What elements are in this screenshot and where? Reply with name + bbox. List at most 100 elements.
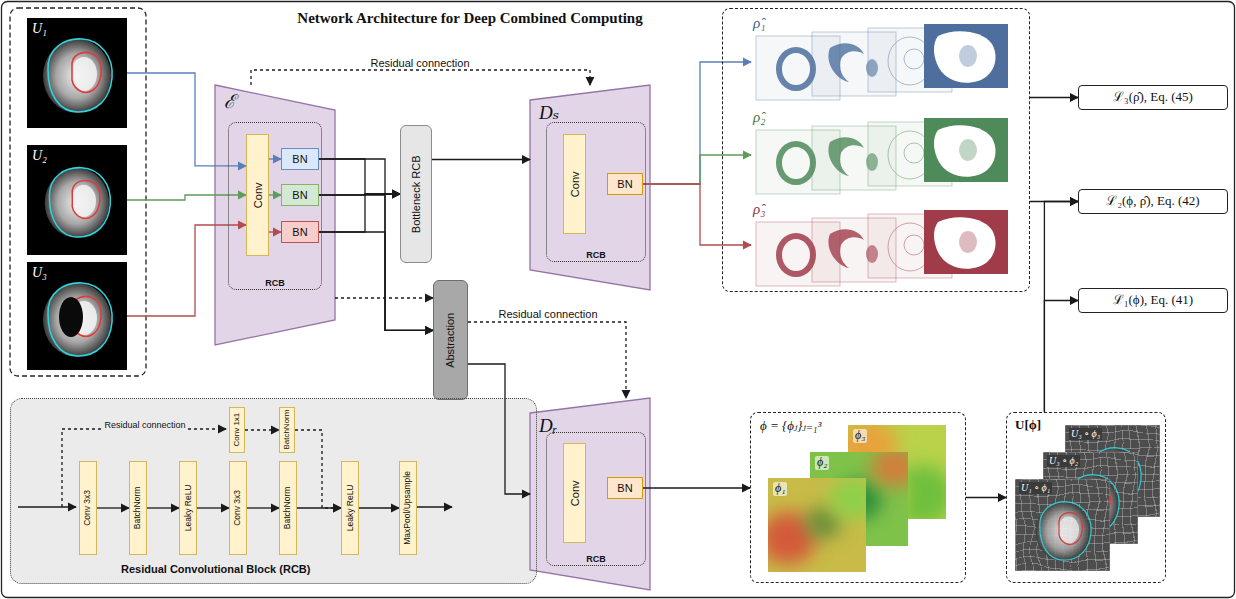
connector-arrow bbox=[269, 194, 281, 195]
node-label: ρ̂₂ bbox=[753, 109, 765, 126]
mri-slice bbox=[43, 39, 112, 113]
mri-slice bbox=[27, 262, 127, 370]
node-label: U₃ ∘ ϕ₃ bbox=[1069, 428, 1102, 440]
warped-image: U₃ ∘ ϕ₂ bbox=[1044, 453, 1139, 545]
layer-box: BatchNorm bbox=[129, 461, 147, 555]
node-label: Conv 1x1 bbox=[232, 413, 241, 447]
warped-image: U₃ ∘ ϕ₃ bbox=[1066, 426, 1161, 518]
connector-arrow bbox=[966, 497, 1006, 498]
trapezoid-shape bbox=[530, 85, 650, 290]
rcb-block: RCBConvBNBNBN bbox=[228, 122, 322, 290]
edge-label-holder: Residual connection bbox=[495, 304, 600, 322]
title-holder: Network Architecture for Deep Combined C… bbox=[170, 9, 770, 27]
input-image: U₁ bbox=[27, 18, 127, 128]
warped-image: U₁ ∘ ϕ₁ bbox=[1016, 480, 1111, 572]
connector-arrow bbox=[1044, 301, 1078, 413]
layer-box: Conv 1x1 bbox=[229, 407, 245, 453]
connector-arrow bbox=[643, 155, 751, 184]
connector-arrow bbox=[297, 507, 341, 508]
loss-box: ℒ₁(ϕ), Eq. (41) bbox=[1078, 288, 1228, 313]
connector-arrow bbox=[643, 62, 751, 184]
layer-box: Leaky ReLU bbox=[341, 461, 359, 555]
node-label: Residual Convolutional Block (RCB) bbox=[121, 563, 310, 576]
connector-arrow bbox=[432, 159, 530, 160]
layer-box: Conv 3x3 bbox=[229, 461, 247, 555]
node-label: U₃ ∘ ϕ₂ bbox=[1047, 455, 1080, 467]
node-label: BatchNorm bbox=[133, 487, 143, 530]
node-label: RCB bbox=[586, 554, 606, 564]
rcb-block: RCBConvBN bbox=[546, 432, 646, 566]
node-label: Leaky ReLU bbox=[345, 485, 355, 532]
connector-arrow bbox=[269, 158, 281, 159]
annotation-label: Residual connection bbox=[102, 420, 187, 430]
connector-arrow bbox=[197, 507, 229, 508]
node-label: Bottleneck RCB bbox=[410, 155, 423, 233]
mri-slice bbox=[27, 145, 127, 255]
warped-images bbox=[1015, 479, 1110, 571]
connector-arrow bbox=[269, 231, 281, 232]
connector-arrow bbox=[247, 507, 279, 508]
deformation-fields bbox=[768, 478, 866, 572]
label-holder: Residual connection bbox=[102, 414, 187, 432]
mri-slice bbox=[27, 262, 127, 370]
deformation-fields bbox=[870, 452, 908, 487]
connector-label: Residual connection bbox=[367, 57, 472, 69]
node-label: Conv bbox=[568, 480, 581, 506]
node-label: U₃ bbox=[32, 265, 47, 281]
node-label: Abstraction bbox=[444, 312, 457, 367]
connector-arrow bbox=[643, 487, 750, 488]
encoder-trapezoid: ℰRCBConvBNBNBN bbox=[215, 85, 335, 345]
deformation-field: ϕ₃ bbox=[849, 426, 947, 520]
loss-box: ℒ₃(ρ̂), Eq. (45) bbox=[1078, 85, 1228, 110]
node-label: BatchNorm bbox=[283, 487, 293, 530]
node-label: ϕ = {ϕⱼ}ⱼ₌₁³ bbox=[760, 419, 821, 434]
node-label: U₁ bbox=[32, 21, 47, 37]
edge-label-holder: Residual connection bbox=[367, 53, 472, 71]
connector-arrow bbox=[1030, 97, 1078, 98]
loss-box: ℒ₂(ϕ, ρ̂), Eq. (42) bbox=[1078, 189, 1228, 214]
conv-layer: Conv bbox=[563, 443, 586, 543]
deformation-field: ϕ₁ bbox=[769, 479, 867, 573]
node-label: RCB bbox=[265, 278, 285, 288]
layer-box: BatchNorm bbox=[279, 461, 297, 555]
probability-maps bbox=[924, 24, 1008, 88]
batchnorm-layer: BN bbox=[281, 148, 319, 170]
layer-box: Leaky ReLU bbox=[179, 461, 197, 555]
node-label: U[ϕ] bbox=[1015, 418, 1041, 433]
registration-decoder: DᵣRCBConvBN bbox=[530, 398, 650, 590]
abstraction-block: Abstraction bbox=[433, 280, 468, 400]
node-label: ϕ₂ bbox=[815, 456, 829, 470]
residual-connector bbox=[295, 430, 341, 508]
batchnorm-layer: BN bbox=[281, 184, 319, 206]
mri-slice bbox=[59, 297, 83, 337]
rcb-flow-lines bbox=[416, 506, 452, 507]
node-label: BatchNorm bbox=[282, 410, 291, 450]
node-label: BN bbox=[292, 189, 307, 202]
warped-images bbox=[1015, 479, 1110, 571]
mri-slice bbox=[45, 168, 111, 238]
conv-layer: Conv bbox=[246, 134, 269, 256]
connector-label: Residual connection bbox=[495, 308, 600, 320]
mri-slice bbox=[27, 145, 127, 255]
node-label: BN bbox=[292, 153, 307, 166]
trapezoid-shape bbox=[530, 398, 650, 590]
node-label: BN bbox=[617, 178, 632, 191]
warped-image-panel: U[ϕ] U₁ ∘ ϕ₁ U₃ ∘ ϕ₂ U₃ ∘ ϕ₃ bbox=[1006, 412, 1166, 583]
node-label: ℒ₂(ϕ, ρ̂), Eq. (42) bbox=[1106, 194, 1199, 209]
node-label: ρ̂₁ bbox=[753, 15, 765, 32]
node-label: Dᵣ bbox=[539, 415, 557, 437]
segmentation-decoder: DₛRCBConvBN bbox=[530, 85, 650, 290]
connector-arrow bbox=[359, 507, 399, 508]
warped-images bbox=[1015, 479, 1110, 571]
probability-map-stack: ρ̂₂ bbox=[751, 109, 1026, 201]
probability-map-stack: ρ̂₃ bbox=[751, 201, 1026, 289]
layer-box: BatchNorm bbox=[279, 407, 295, 453]
node-label: ℰ bbox=[224, 91, 235, 113]
residual-connector bbox=[251, 70, 590, 85]
layer-box: Conv 3x3 bbox=[79, 461, 97, 555]
connector-arrow bbox=[97, 507, 129, 508]
batchnorm-layer: BN bbox=[281, 221, 319, 243]
node-label: Dₛ bbox=[539, 102, 559, 124]
